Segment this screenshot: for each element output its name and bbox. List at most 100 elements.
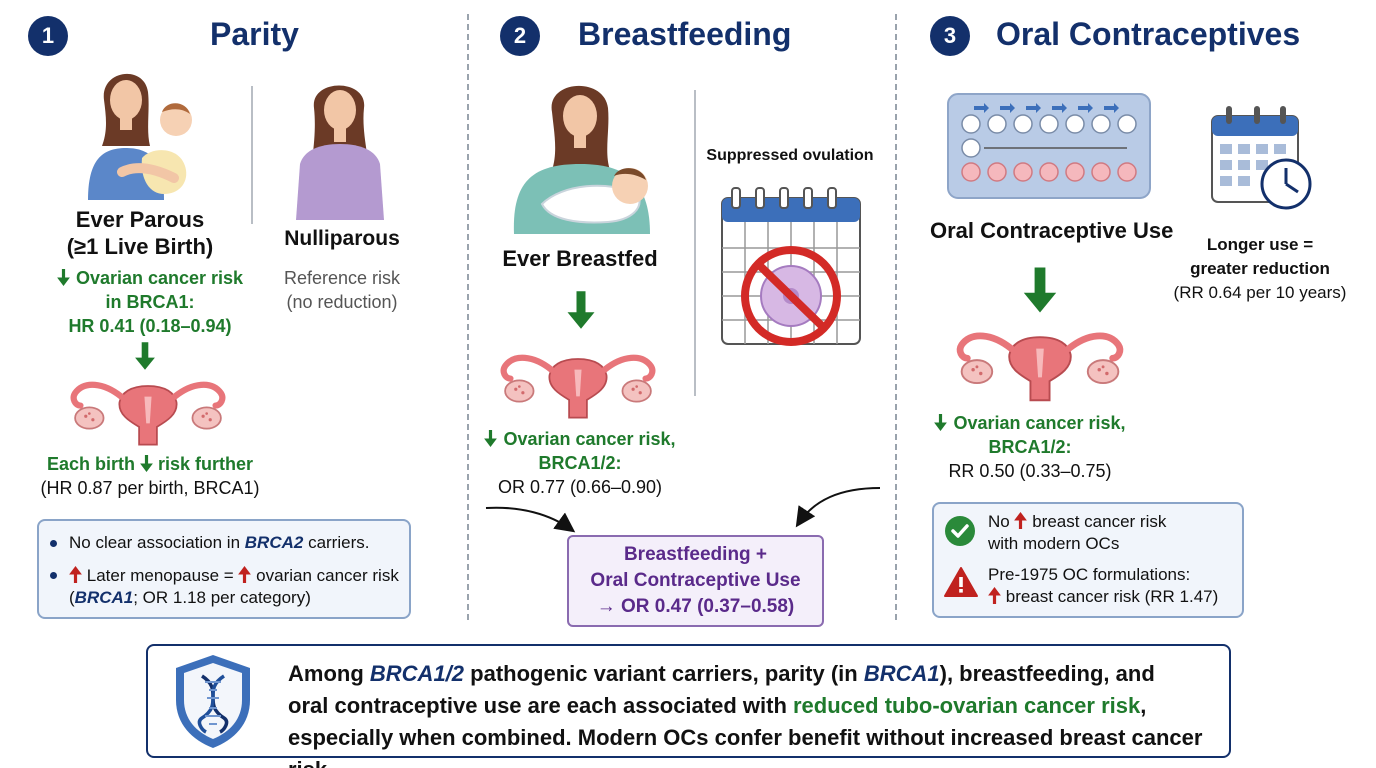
- oc-down-arrow-icon: [1022, 264, 1058, 316]
- note-2-gene: BRCA1: [74, 588, 134, 607]
- ever-parous-line-1: Ever Parous: [75, 207, 205, 232]
- note-2-a: Later menopause =: [86, 566, 234, 585]
- bullet-dot: [50, 572, 57, 579]
- up-arrow-icon: [1014, 512, 1027, 529]
- oc-note-2: Pre-1975 OC formulations: breast cancer …: [988, 564, 1242, 608]
- down-arrow-icon: [484, 430, 497, 447]
- section-3-title: Oral Contraceptives: [996, 16, 1301, 52]
- combined-line-1: Breastfeeding +: [623, 544, 768, 565]
- combined-line-2: Oral Contraceptive Use: [590, 570, 801, 591]
- dna-shield-icon: [176, 655, 250, 748]
- parity-note-1-text: No clear association in BRCA2 carriers.: [69, 533, 369, 553]
- calendar-no-ovulation-icon: [721, 187, 861, 346]
- breastfeeding-mother-illustration: [513, 85, 650, 234]
- note-2-line-2: (BRCA1; OR 1.18 per category): [69, 588, 311, 607]
- summary-line-2: oral contraceptive use are each associat…: [288, 690, 1228, 722]
- parity-down-arrow-icon: [134, 342, 156, 370]
- parity-note-box: [37, 519, 411, 619]
- note-1-b: carriers.: [308, 533, 370, 552]
- section-3-number-badge: 3: [930, 16, 970, 56]
- oc-risk-line-2: BRCA1/2:: [988, 437, 1072, 457]
- summary-text: Among BRCA1/2 pathogenic variant carrier…: [288, 658, 1228, 768]
- section-divider-2: [895, 14, 897, 620]
- combined-effect-text: Breastfeeding + Oral Contraceptive Use →…: [567, 542, 824, 620]
- combined-arrows: [485, 487, 881, 533]
- combined-or-value: → OR 0.47 (0.37–0.58): [596, 596, 795, 617]
- oc-note-box: [932, 502, 1244, 618]
- summary-line-1: Among BRCA1/2 pathogenic variant carrier…: [288, 658, 1228, 690]
- longer-use-text: Longer use = greater reduction (RR 0.64 …: [1170, 233, 1350, 305]
- calendar-clock-icon: [1211, 106, 1312, 210]
- oc-note-1-a: No: [988, 512, 1010, 531]
- check-circle-icon: [945, 516, 975, 546]
- oc-risk-line-1: Ovarian cancer risk,: [920, 411, 1140, 435]
- breastfeeding-separator-line: [694, 90, 696, 396]
- oc-use-label: Oral Contraceptive Use: [930, 218, 1174, 243]
- summary-gene2: BRCA1: [863, 661, 940, 686]
- parity-risk-text: Ovarian cancer risk in BRCA1: HR 0.41 (0…: [30, 266, 270, 338]
- down-arrow-icon: [57, 269, 70, 286]
- reference-risk-line-1: Reference risk: [283, 268, 401, 288]
- summary-highlight: reduced tubo-ovarian cancer risk: [793, 693, 1141, 718]
- oc-note-2-b: breast cancer risk (RR 1.47): [1005, 587, 1219, 606]
- note-1-a: No clear association in: [69, 533, 241, 552]
- oc-rr-value: RR 0.50 (0.33–0.75): [948, 461, 1112, 481]
- up-arrow-icon: [238, 566, 251, 583]
- oc-note-2-line-2: breast cancer risk (RR 1.47): [988, 586, 1242, 608]
- summary-part2: pathogenic variant carriers, parity (in: [464, 661, 864, 686]
- each-birth-b: risk further: [158, 454, 254, 474]
- summary-box: [146, 644, 1231, 758]
- breastfeeding-down-arrow-icon: [566, 285, 596, 335]
- bf-or-value: OR 0.77 (0.66–0.90): [497, 477, 663, 497]
- section-divider-1: [467, 14, 469, 620]
- section-2-number-badge: 2: [500, 16, 540, 56]
- each-birth-line: Each birth risk further: [20, 452, 280, 476]
- summary-part5: ,: [1140, 693, 1147, 718]
- note-1-gene: BRCA2: [244, 533, 304, 552]
- suppressed-ovulation-label: Suppressed ovulation: [706, 147, 874, 164]
- each-birth-hr: (HR 0.87 per birth, BRCA1): [40, 478, 260, 498]
- note-2-c: ; OR 1.18 per category): [133, 588, 311, 607]
- each-birth-text: Each birth risk further (HR 0.87 per bir…: [20, 452, 280, 500]
- nulliparous-woman-illustration: [296, 85, 384, 220]
- oc-risk-line-1-text: Ovarian cancer risk,: [953, 413, 1126, 433]
- nulliparous-label: Nulliparous: [284, 227, 400, 250]
- down-arrow-icon: [934, 414, 947, 431]
- combined-effect-box: [567, 535, 824, 627]
- section-1-title: Parity: [210, 16, 299, 52]
- oc-note-1-c: with modern OCs: [988, 534, 1120, 553]
- breastfeeding-risk-text: Ovarian cancer risk, BRCA1/2: OR 0.77 (0…: [470, 427, 690, 499]
- oc-uterus-icon: [954, 320, 1126, 406]
- parity-note-2: Later menopause = ovarian cancer risk (B…: [50, 565, 410, 609]
- longer-use-line-2: greater reduction: [1190, 259, 1330, 278]
- parity-uterus-icon: [62, 370, 234, 450]
- oc-risk-text: Ovarian cancer risk, BRCA1/2: RR 0.50 (0…: [920, 411, 1140, 483]
- oc-note-1-b: breast cancer risk: [1032, 512, 1167, 531]
- ever-breastfed-label: Ever Breastfed: [502, 246, 658, 271]
- section-2-title: Breastfeeding: [578, 16, 792, 52]
- up-arrow-icon: [69, 566, 82, 583]
- parity-note-1: No clear association in BRCA2 carriers.: [50, 533, 400, 553]
- summary-part4: oral contraceptive use are each associat…: [288, 693, 793, 718]
- summary-gene1: BRCA1/2: [369, 661, 465, 686]
- bf-risk-line-2: BRCA1/2:: [538, 453, 622, 473]
- up-arrow-icon: [988, 587, 1001, 604]
- mother-with-baby-illustration: [88, 73, 192, 200]
- reference-risk-line-2: (no reduction): [286, 292, 398, 312]
- longer-use-rr: (RR 0.64 per 10 years): [1173, 283, 1347, 302]
- oc-note-1: No breast cancer risk with modern OCs: [988, 511, 1238, 555]
- oc-note-2-a: Pre-1975 OC formulations:: [988, 565, 1191, 584]
- parity-hr-value: HR 0.41 (0.18–0.94): [68, 316, 232, 336]
- ever-parous-line-2: (≥1 Live Birth): [66, 234, 214, 259]
- breastfeeding-uterus-icon: [498, 343, 658, 423]
- parity-risk-line-2: in BRCA1:: [105, 292, 195, 312]
- section-1-number-badge: 1: [28, 16, 68, 56]
- bf-risk-line-1-text: Ovarian cancer risk,: [503, 429, 676, 449]
- parity-note-2-text: Later menopause = ovarian cancer risk (B…: [69, 565, 399, 609]
- parity-risk-line-1-text: Ovarian cancer risk: [75, 268, 244, 288]
- breastfeeding-risk-line-1: Ovarian cancer risk,: [470, 427, 690, 451]
- parity-separator-line: [251, 86, 253, 224]
- reference-risk-text: Reference risk (no reduction): [262, 266, 422, 314]
- oc-note-1-line-1: No breast cancer risk: [988, 511, 1238, 533]
- summary-part1: Among: [288, 661, 370, 686]
